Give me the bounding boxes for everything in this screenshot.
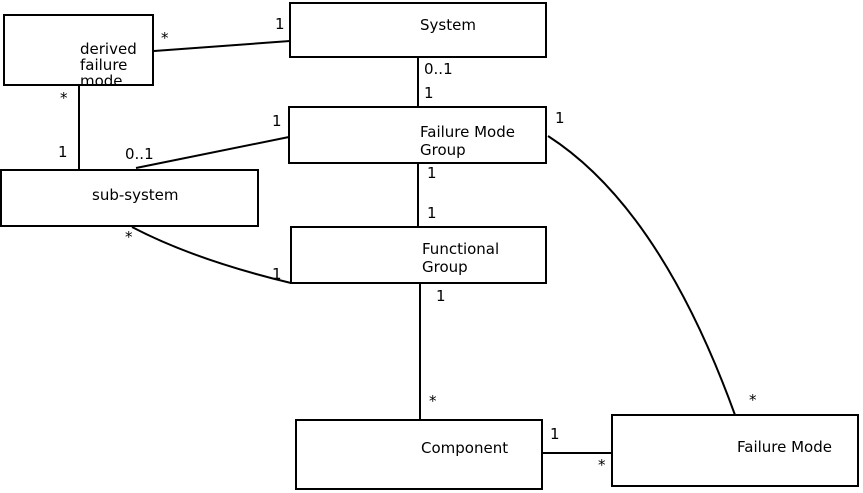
cardinality-component-end-of-failure-mode-link: 1 [550, 425, 560, 443]
cardinality-functional-group-end-of-failure-mode-group-link: 1 [427, 204, 437, 222]
entity-label-sub-system: sub-system [92, 186, 179, 204]
line-failure-mode-group-failure-mode [547, 135, 736, 416]
line-sub-system-functional-group [131, 226, 292, 284]
entity-box-sub-system: sub-system [0, 169, 259, 227]
cardinality-functional-group-end-of-sub-system-link: 1 [272, 265, 282, 283]
cardinality-failure-mode-group-end-of-system-link: 1 [424, 84, 434, 102]
cardinality-functional-group-end-of-component-link: 1 [436, 287, 446, 305]
cardinality-system-end-of-derived-failure-mode-link: 1 [275, 15, 285, 33]
entity-label-derived-failure-mode: derived failure mode [80, 40, 137, 90]
line-system-derived-failure-mode [153, 40, 291, 52]
entity-box-system: System [289, 2, 547, 58]
entity-label-system: System [420, 16, 476, 34]
cardinality-derived-failure-mode-end-of-system-link: * [161, 29, 169, 47]
cardinality-sub-system-end-of-failure-mode-group-link: 0..1 [125, 145, 154, 163]
cardinality-failure-mode-group-end-of-sub-system-link: 1 [272, 112, 282, 130]
entity-box-derived-failure-mode: derived failure mode [3, 14, 154, 90]
cardinality-failure-mode-end-of-failure-mode-group-link: * [749, 391, 757, 409]
cardinality-system-end-of-failure-mode-group-link: 0..1 [424, 60, 453, 78]
entity-label-component: Component [421, 439, 509, 457]
entity-label-failure-mode: Failure Mode [737, 438, 832, 456]
entity-box-failure-mode-group: Failure Mode Group [288, 106, 547, 164]
cardinality-sub-system-end-of-functional-group-link: * [125, 228, 133, 246]
cardinality-component-end-of-functional-group-link: * [429, 392, 437, 410]
entity-label-functional-group: Functional Group [422, 240, 500, 276]
entity-box-failure-mode: Failure Mode [611, 414, 859, 487]
entity-label-failure-mode-group: Failure Mode Group [420, 123, 515, 159]
cardinality-failure-mode-end-of-component-link: * [598, 456, 606, 474]
cardinality-failure-mode-group-end-of-failure-mode-link: 1 [555, 109, 565, 127]
line-failure-mode-group-sub-system [135, 136, 290, 169]
cardinality-failure-mode-group-end-of-functional-group-link: 1 [427, 164, 437, 182]
cardinality-derived-failure-mode-end-of-sub-system-link: * [60, 89, 68, 107]
entity-box-functional-group: Functional Group [290, 226, 547, 284]
entity-box-component: Component [295, 419, 543, 490]
cardinality-sub-system-end-of-derived-failure-mode-link: 1 [58, 143, 68, 161]
